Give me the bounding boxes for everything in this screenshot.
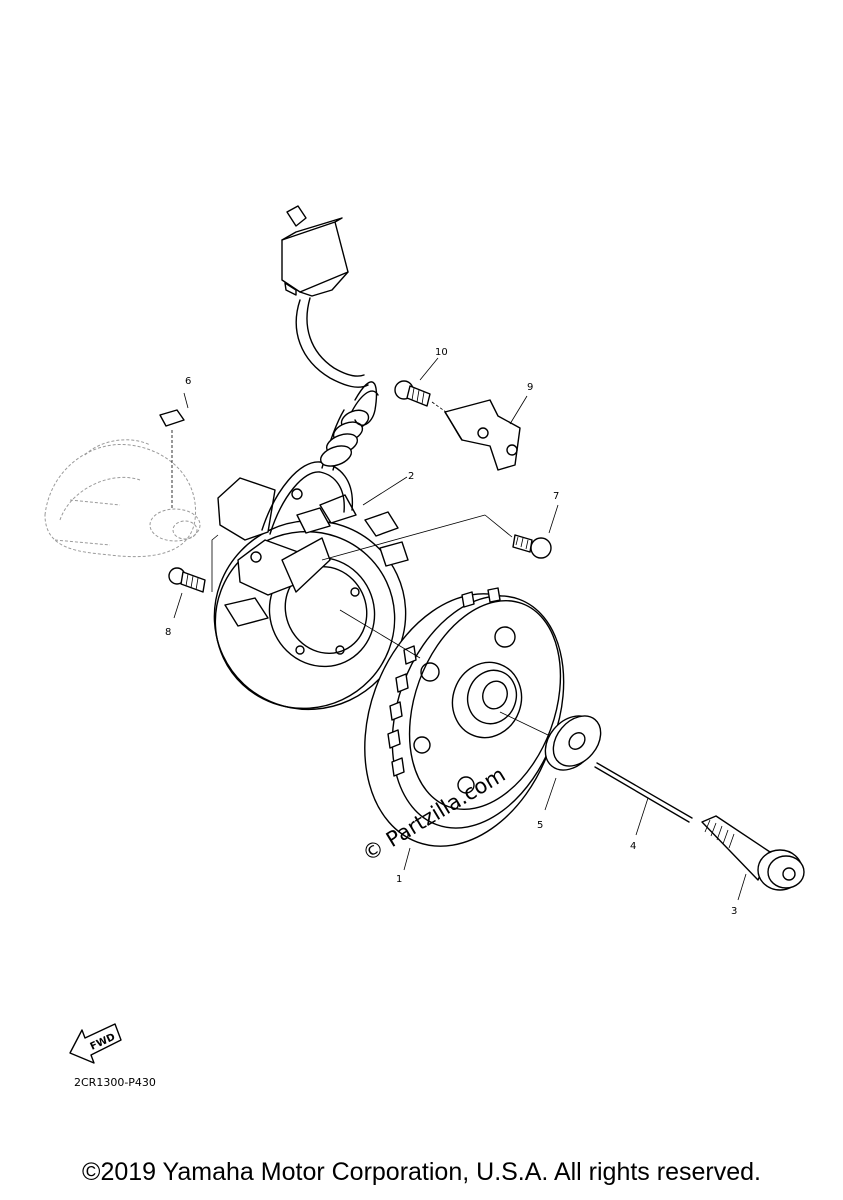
screw-part-10 (394, 357, 447, 413)
stator-assembly-part-2 (213, 461, 409, 711)
washer-part-5 (544, 715, 602, 811)
fwd-arrow-icon: FWD (69, 1023, 122, 1064)
pin-part-4 (594, 762, 693, 836)
bolt-part-3 (701, 815, 805, 901)
drawing-code: 2CR1300-P430 (74, 1076, 156, 1089)
rotor-assembly-part-1 (339, 587, 565, 871)
callout-1: 1 (396, 874, 402, 885)
callout-4: 4 (630, 841, 636, 852)
lead-wire-and-coupler (281, 205, 379, 471)
crankshaft-reference (44, 439, 201, 558)
callout-10: 10 (435, 347, 448, 358)
screw-part-8 (168, 534, 219, 619)
woodruff-key-part-6 (159, 392, 189, 510)
callout-6: 6 (185, 376, 191, 387)
callout-2: 2 (408, 471, 414, 482)
clamp-part-9 (444, 395, 528, 471)
callout-3: 3 (731, 906, 737, 917)
copyright-notice: ©2019 Yamaha Motor Corporation, U.S.A. A… (82, 1158, 761, 1186)
callout-5: 5 (537, 820, 543, 831)
callout-9: 9 (527, 382, 533, 393)
callout-7: 7 (553, 491, 559, 502)
callout-8: 8 (165, 627, 171, 638)
screw-part-7 (321, 504, 559, 561)
